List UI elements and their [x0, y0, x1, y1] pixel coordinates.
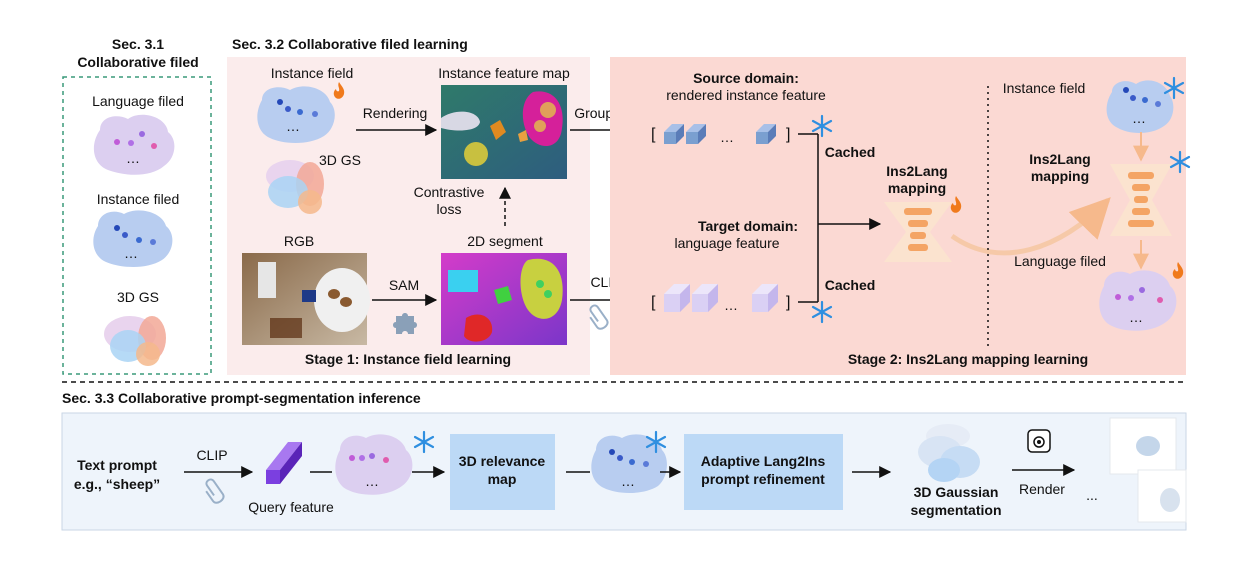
instance-feature-map-image: [441, 85, 567, 179]
svg-text:…: …: [724, 297, 738, 313]
svg-text:…: …: [1129, 309, 1143, 325]
rgb-label: RGB: [284, 233, 314, 249]
sec33-panel: Sec. 3.3 Collaborative prompt-segmentati…: [61, 390, 1187, 531]
source-domain-label-line1: Source domain:: [693, 70, 799, 86]
instance-field-label: Instance field: [271, 65, 354, 81]
sec31-title-line2: Collaborative filed: [77, 54, 198, 70]
stage2-panel: Source domain: rendered instance feature…: [610, 57, 1191, 375]
camera-icon: [1027, 429, 1051, 453]
sec31-dashed-border: [62, 76, 212, 375]
gaussian-label-line2: segmentation: [910, 502, 1001, 518]
sec31-panel: Sec. 3.1 Collaborative filed Language fi…: [62, 36, 212, 375]
target-domain-label-line1: Target domain:: [698, 218, 798, 234]
sec32-title: Sec. 3.2 Collaborative filed learning: [232, 36, 468, 52]
flame-icon: [333, 82, 345, 99]
source-feature-cubes: [ … ]: [651, 124, 790, 145]
rendering-label: Rendering: [363, 105, 428, 121]
inference-instance-blob: …: [591, 434, 667, 493]
snowflake-icon-right-instance: [1163, 76, 1185, 100]
stage1-instance-field-blob: …: [257, 86, 335, 143]
relevance-map-label-line2: map: [488, 471, 517, 487]
svg-text:…: …: [621, 473, 635, 489]
stage2-title: Stage 2: Ins2Lang mapping learning: [848, 351, 1088, 367]
relevance-map-label-line1: 3D relevance: [459, 453, 546, 469]
stage1-panel: Sec. 3.2 Collaborative filed learning In…: [227, 36, 590, 375]
svg-text:…: …: [365, 473, 379, 489]
svg-text:…: …: [720, 129, 734, 145]
snowflake-icon-inference-language: [413, 430, 435, 454]
rgb-image: [242, 253, 370, 345]
rendered-views: [1109, 417, 1187, 523]
contrastive-label-line1: Contrastive: [414, 184, 485, 200]
segment-2d-label: 2D segment: [467, 233, 543, 249]
adaptive-refinement-box: [684, 434, 843, 510]
svg-text:[: [: [651, 126, 656, 143]
svg-text:]: ]: [786, 126, 790, 143]
snowflake-icon-source: [811, 114, 833, 138]
svg-text:]: ]: [786, 294, 790, 311]
gs-label-stage1: 3D GS: [319, 152, 361, 168]
sam-label: SAM: [389, 277, 419, 293]
gs-label-sec31: 3D GS: [117, 289, 159, 305]
svg-text:…: …: [124, 245, 138, 261]
gaussian-segmentation-illustration: [918, 424, 980, 482]
render-dots: ...: [1086, 487, 1098, 503]
inference-language-blob: …: [335, 434, 413, 495]
right-ins2lang-label-line1: Ins2Lang: [1029, 151, 1090, 167]
snowflake-icon-target: [811, 300, 833, 324]
contrastive-label-line2: loss: [437, 201, 462, 217]
target-domain-label-line2: language feature: [674, 235, 779, 251]
right-language-field-blob: …: [1099, 270, 1177, 331]
right-language-filed-label: Language filed: [1014, 253, 1106, 269]
svg-text:…: …: [286, 118, 300, 134]
flame-icon-ins2lang: [950, 196, 962, 213]
flame-icon-right-language: [1172, 262, 1184, 279]
svg-text:[: [: [651, 294, 656, 311]
right-ins2lang-label-line2: mapping: [1031, 168, 1089, 184]
instance-field-blob: …: [93, 210, 173, 267]
right-ins2lang-mapping-module: [1110, 164, 1172, 236]
cached-label-bottom: Cached: [825, 277, 876, 293]
source-domain-label-line2: rendered instance feature: [666, 87, 826, 103]
stage1-gaussian-splat: [266, 160, 324, 214]
query-feature-label: Query feature: [248, 499, 334, 515]
mapping-transfer-arrow: [950, 197, 1111, 256]
svg-text:…: …: [126, 150, 140, 166]
relevance-map-box: [450, 434, 555, 510]
ins2lang-label-line2: mapping: [888, 180, 946, 196]
cached-label-top: Cached: [825, 144, 876, 160]
puzzle-icon: [393, 313, 417, 334]
segment-2d-image: [441, 253, 567, 345]
render-label: Render: [1019, 481, 1065, 497]
language-field-blob: …: [93, 114, 175, 175]
query-feature-cube: [266, 442, 302, 484]
right-instance-field-label: Instance field: [1003, 80, 1086, 96]
ins2lang-mapping-module: [884, 202, 952, 262]
text-prompt-line2: e.g., “sheep”: [74, 476, 160, 492]
clip-label-inference: CLIP: [196, 447, 227, 463]
right-instance-field-blob: …: [1106, 80, 1174, 133]
sec33-title: Sec. 3.3 Collaborative prompt-segmentati…: [62, 390, 421, 406]
instance-filed-label: Instance filed: [97, 191, 180, 207]
paperclip-icon-inference: [205, 478, 225, 504]
snowflake-icon-right-mapping: [1169, 150, 1191, 174]
instance-feature-map-label: Instance feature map: [438, 65, 570, 81]
gaussian-splat-illustration: [104, 316, 166, 366]
target-feature-cubes: [ … ]: [651, 284, 790, 313]
snowflake-icon-inference-instance: [645, 430, 667, 454]
adaptive-label-line2: prompt refinement: [701, 471, 825, 487]
gaussian-label-line1: 3D Gaussian: [914, 484, 999, 500]
sec31-title-line1: Sec. 3.1: [112, 36, 164, 52]
ins2lang-label-line1: Ins2Lang: [886, 163, 947, 179]
adaptive-label-line1: Adaptive Lang2Ins: [701, 453, 826, 469]
stage1-title: Stage 1: Instance field learning: [305, 351, 511, 367]
text-prompt-line1: Text prompt: [77, 457, 157, 473]
svg-text:…: …: [1132, 110, 1146, 126]
paperclip-icon-stage2: [589, 304, 609, 330]
language-filed-label: Language filed: [92, 93, 184, 109]
